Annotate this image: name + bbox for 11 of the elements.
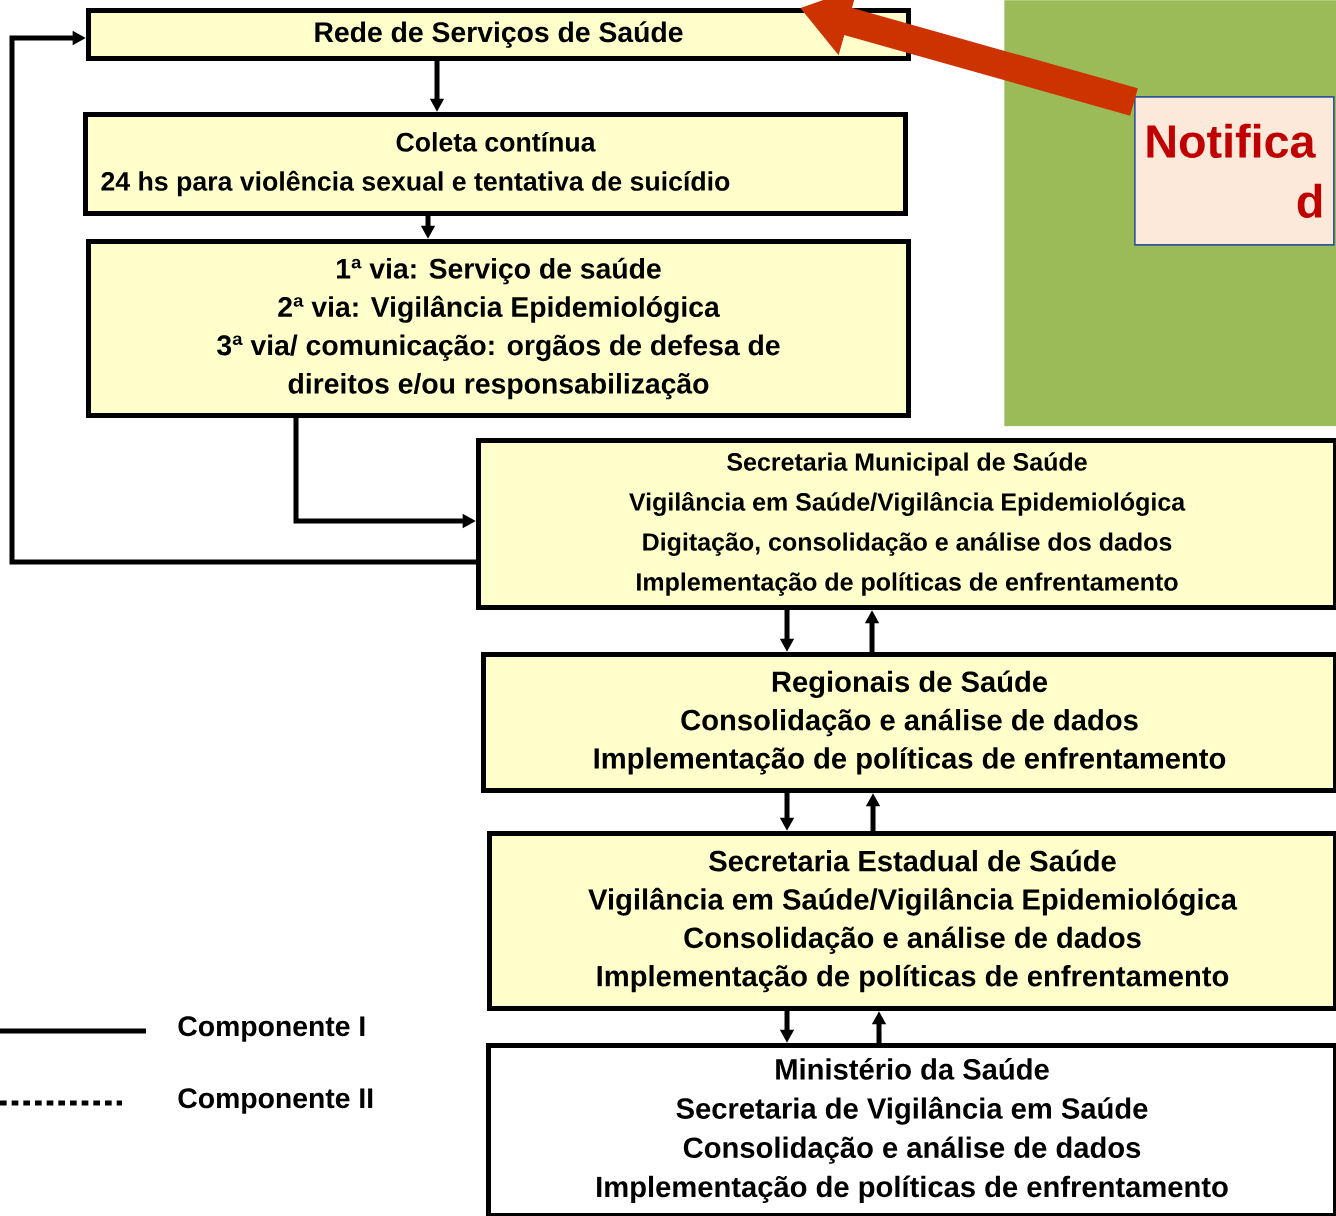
process-box: Secretaria Estadual de Saúde Vigilância em Saúde/Vigilância Epidemiológica Consolidação e análise de dados Implementação de políticas de enfrentamento <box>487 831 1336 1011</box>
process-box: Rede de Serviços de Saúde <box>86 8 911 61</box>
arrow <box>9 30 476 565</box>
title-box: Notifica d <box>1134 96 1335 246</box>
process-box: Ministério da Saúde Secretaria de Vigilância em Saúde Consolidação e análise de dados Implementação de políticas de enfrentamento <box>486 1043 1336 1216</box>
process-box: Coleta contínua 24 hs para violência sexual e tentativa de suicídio <box>83 112 908 216</box>
process-box: Secretaria Municipal de Saúde Vigilância em Saúde/Vigilância Epidemiológica Digitação, consolidação e análise dos dados Implementação de políticas de enfrentamento <box>476 438 1336 610</box>
legend-label: Componente I <box>178 1016 365 1042</box>
process-box: 1ª via: Serviço de saúde 2ª via: Vigilância Epidemiológica 3ª via/ comunicação: orgãos de defesa de direitos e/ou responsabilização <box>86 239 911 418</box>
process-box: Regionais de Saúde Consolidação e análise de dados Implementação de políticas de enfrentamento <box>481 652 1336 793</box>
legend-label: Componente II <box>178 1088 373 1114</box>
